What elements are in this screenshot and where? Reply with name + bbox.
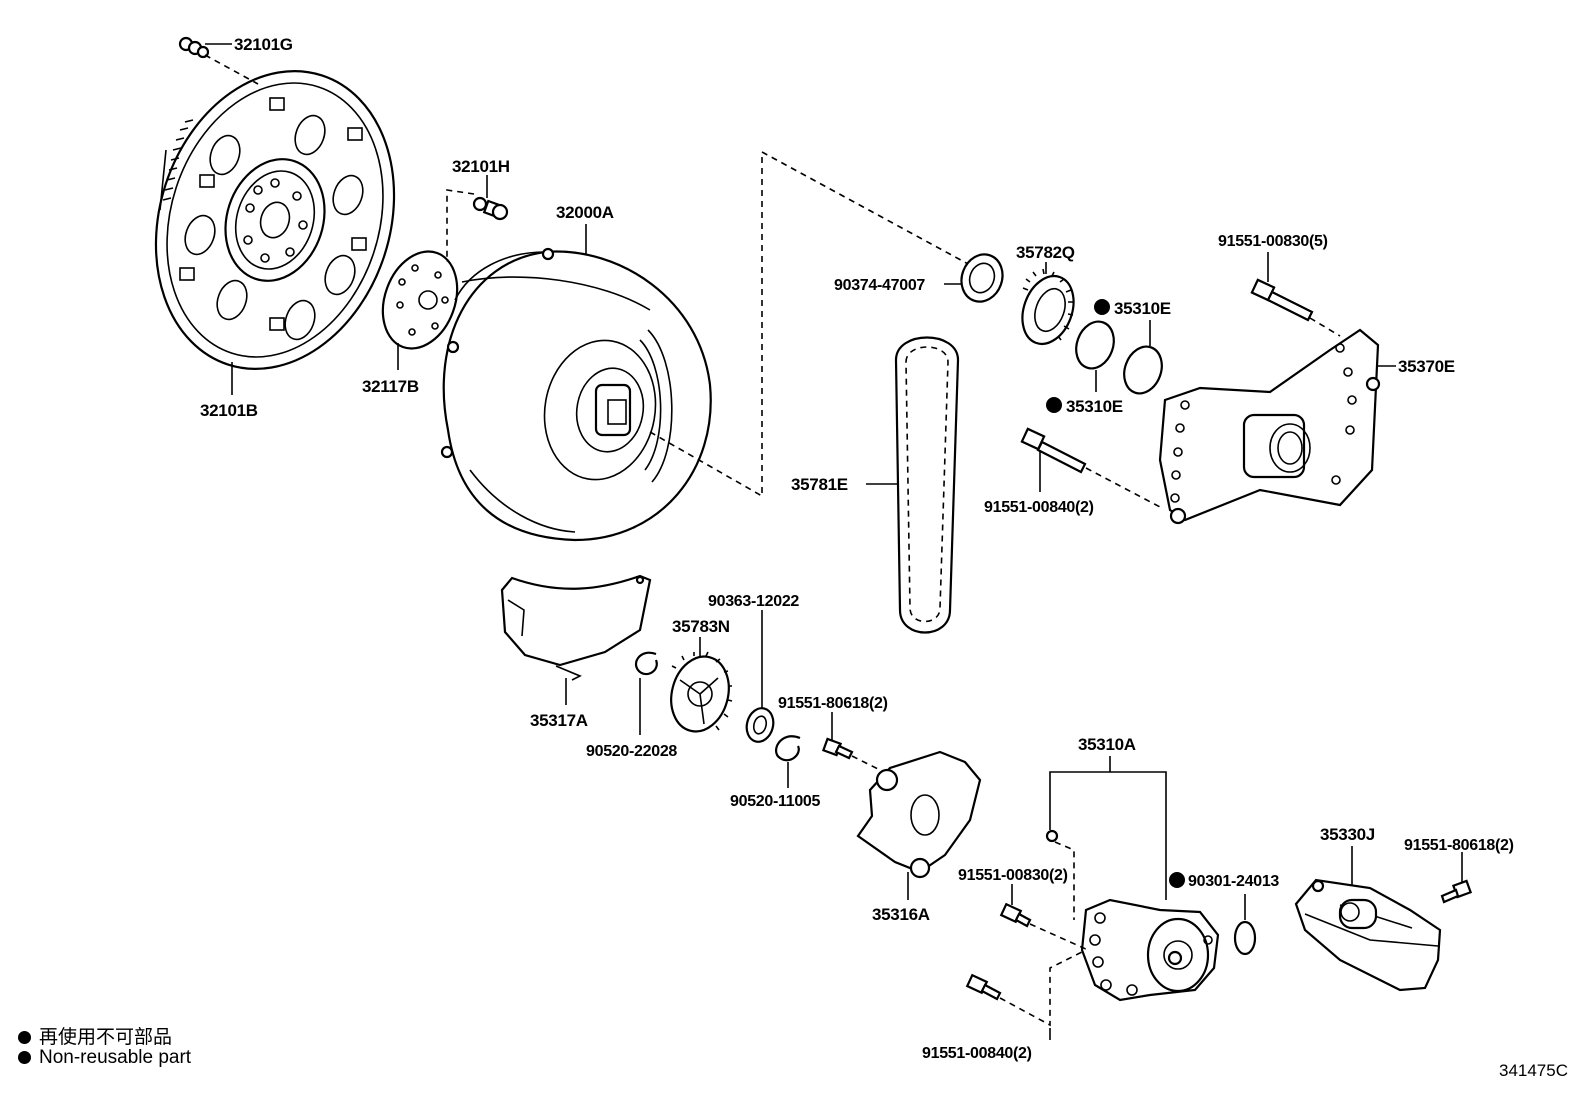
label-35310E-lower: 35310E — [1066, 397, 1123, 416]
pump-cover-35370E[interactable] — [1158, 328, 1381, 525]
bearing-90363-12022[interactable] — [743, 705, 777, 745]
oil-seal-90374-47007[interactable] — [955, 249, 1009, 308]
filled-circle-icon — [1169, 872, 1185, 888]
plate-32117B[interactable] — [370, 241, 470, 359]
filled-circle-icon — [1046, 397, 1062, 413]
o-ring-90301-24013[interactable] — [1233, 920, 1257, 956]
label-91551-80618-2-right: 91551-80618(2) — [1404, 837, 1514, 854]
label-90374-47007: 90374-47007 — [834, 277, 925, 294]
label-91551-00830-5: 91551-00830(5) — [1218, 233, 1328, 250]
bolt-91551-00840-2-upper[interactable] — [1020, 427, 1087, 474]
oil-pump-35310A[interactable] — [1080, 898, 1220, 1002]
label-35782Q: 35782Q — [1016, 243, 1075, 262]
bolt-32101G[interactable] — [178, 36, 210, 59]
label-90301-24013: 90301-24013 — [1188, 873, 1279, 890]
bolt-91551-00840-2-lower[interactable] — [965, 973, 1002, 1001]
dowel-pin[interactable] — [1045, 829, 1059, 843]
legend-text-english: Non-reusable part — [39, 1047, 192, 1068]
o-ring-35310E-upper[interactable] — [1118, 341, 1168, 398]
label-91551-80618-2-left: 91551-80618(2) — [778, 695, 888, 712]
cover-35316A[interactable] — [856, 750, 982, 879]
drive-plate-32101B[interactable] — [119, 40, 432, 400]
label-90363-12022: 90363-12022 — [708, 593, 799, 610]
label-32000A: 32000A — [556, 203, 614, 222]
label-32101G: 32101G — [234, 35, 293, 54]
label-91551-00840-2-upper: 91551-00840(2) — [984, 499, 1094, 516]
o-ring-35310E-lower[interactable] — [1070, 316, 1120, 373]
label-35310A: 35310A — [1078, 735, 1136, 754]
legend-text-japanese: 再使用不可部品 — [39, 1027, 173, 1048]
diagram-code: 341475C — [1498, 1061, 1568, 1080]
legend-japanese: 再使用不可部品 — [18, 1022, 172, 1049]
label-35370E: 35370E — [1398, 357, 1455, 376]
bolt-91551-00830-2[interactable] — [999, 902, 1032, 928]
label-35310E-upper: 35310E — [1114, 299, 1171, 318]
bolt-32101H[interactable] — [472, 196, 509, 221]
filled-circle-icon — [18, 1031, 31, 1044]
sprocket-35783N[interactable] — [663, 650, 737, 738]
shield-35317A[interactable] — [500, 574, 652, 681]
legend-english: Non-reusable part — [18, 1047, 191, 1069]
chain-35781E[interactable] — [894, 336, 960, 634]
label-91551-00840-2-lower: 91551-00840(2) — [922, 1045, 1032, 1062]
sprocket-35782Q[interactable] — [1013, 268, 1082, 351]
bolt-91551-80618-2-right[interactable] — [1440, 879, 1473, 904]
label-35330J: 35330J — [1320, 825, 1375, 844]
bolt-91551-00830-5[interactable] — [1250, 278, 1314, 322]
bolt-91551-80618-2-left[interactable] — [821, 737, 854, 760]
label-35783N: 35783N — [672, 617, 730, 636]
torque-converter-32000A[interactable] — [440, 247, 712, 542]
oil-strainer-35330J[interactable] — [1294, 878, 1442, 992]
filled-circle-icon — [1094, 299, 1110, 315]
label-32117B: 32117B — [362, 377, 419, 396]
label-35317A: 35317A — [530, 711, 588, 730]
label-32101B: 32101B — [200, 401, 258, 420]
label-35781E: 35781E — [791, 475, 848, 494]
label-91551-00830-2: 91551-00830(2) — [958, 867, 1068, 884]
snap-ring-90520-11005[interactable] — [775, 735, 801, 762]
label-35316A: 35316A — [872, 905, 930, 924]
filled-circle-icon — [18, 1051, 31, 1064]
label-90520-11005: 90520-11005 — [730, 793, 821, 810]
snap-ring-90520-22028[interactable] — [634, 651, 658, 676]
label-32101H: 32101H — [452, 157, 510, 176]
label-90520-22028: 90520-22028 — [586, 743, 677, 760]
